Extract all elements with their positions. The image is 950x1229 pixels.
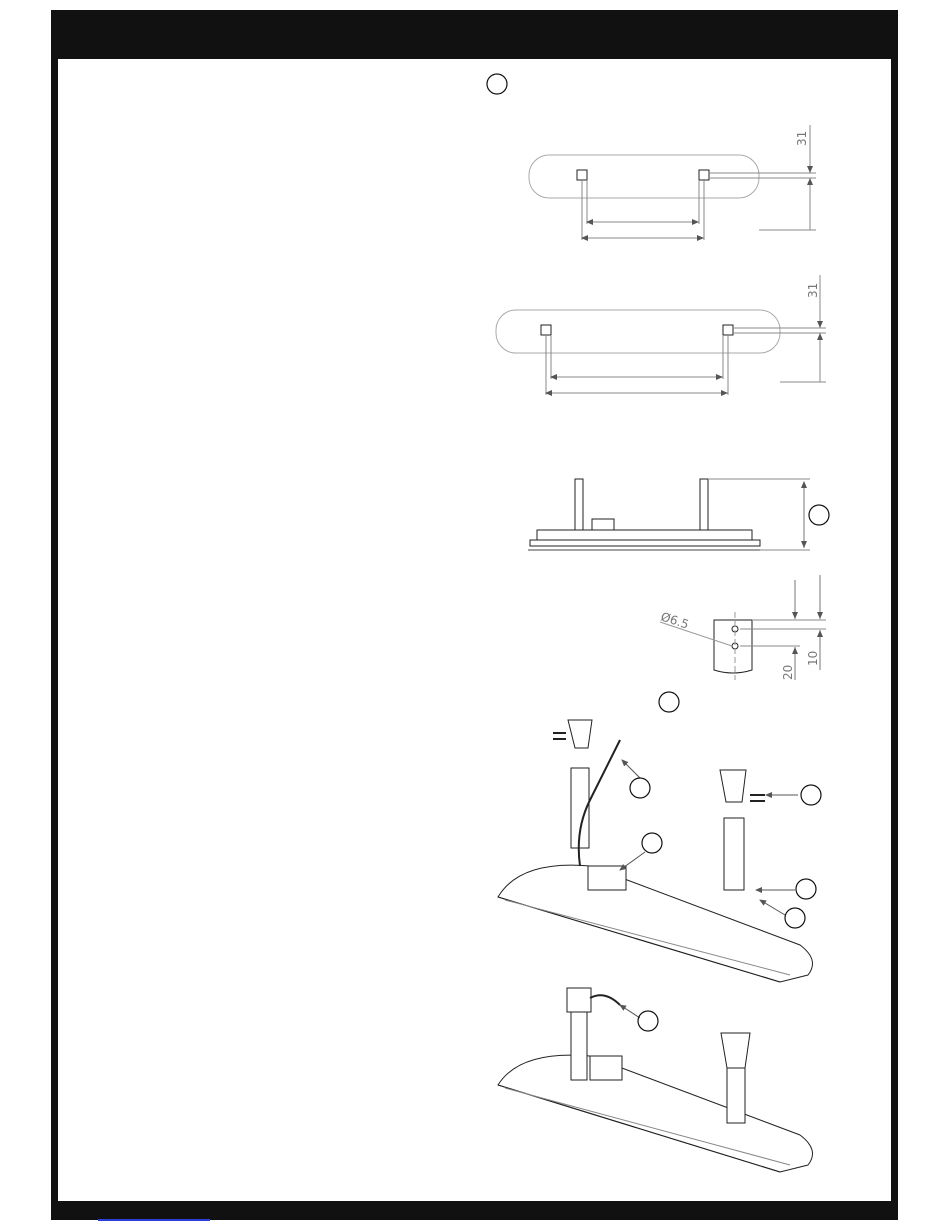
top-view-short [529, 125, 816, 240]
step-callout-c [659, 692, 679, 712]
step-callout-a [487, 74, 507, 94]
dimension-label-top-2: 31 [806, 283, 820, 298]
assembled-view [498, 988, 813, 1172]
bracket-square [723, 325, 733, 335]
step-callout-i [638, 1011, 658, 1031]
dimension-label-top-1: 31 [795, 131, 809, 146]
step-callout-d [630, 778, 650, 798]
dimension-label-hole-spacing: 10 [806, 651, 820, 666]
step-callout-e [642, 833, 662, 853]
bracket-square [699, 170, 709, 180]
step-callout-g [796, 879, 816, 899]
step-callout-h [785, 908, 805, 928]
side-view [528, 479, 810, 550]
bracket-square [541, 325, 551, 335]
exploded-assembly [498, 720, 813, 982]
bracket-square [577, 170, 587, 180]
step-callout-b [809, 505, 829, 525]
top-view-long [496, 275, 826, 395]
step-callout-f [801, 785, 821, 805]
dimension-label-diameter: Ø6.5 [659, 610, 690, 632]
dimension-label-hole-edge: 20 [781, 665, 795, 680]
